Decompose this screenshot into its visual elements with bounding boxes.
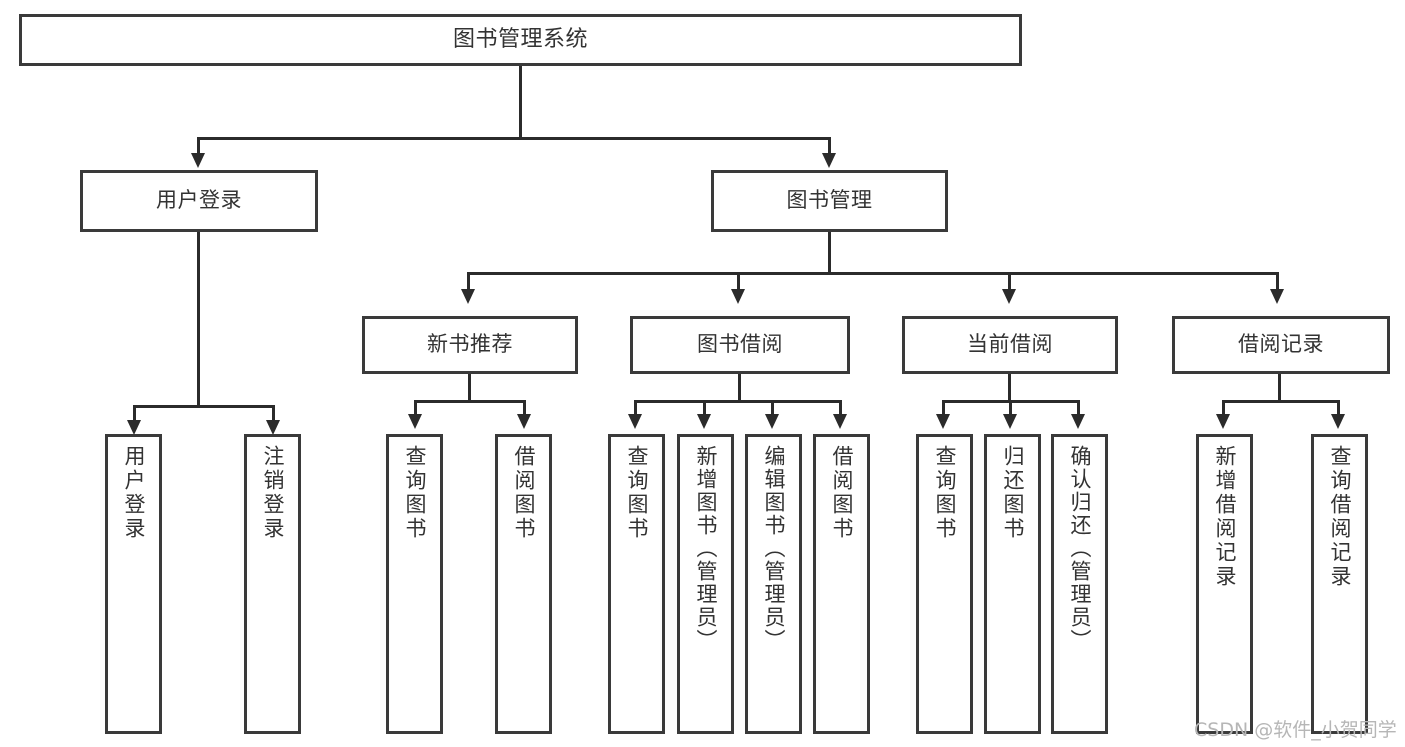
connector-cb-to-leaf-1 bbox=[942, 400, 945, 415]
node-label: 查询借阅记录 bbox=[1328, 445, 1352, 589]
node-label: 图书管理系统 bbox=[452, 26, 588, 52]
leaf-add-borrow-record[interactable]: 新增借阅记录 bbox=[1196, 434, 1253, 734]
connector-nbr-bus bbox=[414, 400, 526, 403]
arrowhead-br-to-leaf-2 bbox=[1331, 414, 1345, 429]
leaf-user-logout[interactable]: 注销登录 bbox=[244, 434, 301, 734]
leaf-query-book-new-recommend[interactable]: 查询图书 bbox=[386, 434, 443, 734]
connector-cb-stem bbox=[1008, 374, 1011, 403]
connector-user-login-to-leaf-1 bbox=[133, 405, 136, 421]
node-label: 查询图书 bbox=[403, 445, 427, 541]
connector-root-stem bbox=[519, 66, 522, 137]
connector-bb-bus bbox=[634, 400, 842, 403]
node-label: 当前借阅 bbox=[967, 332, 1053, 357]
node-label: 新增图书（管理员） bbox=[694, 445, 718, 652]
arrowhead-root-to-book-management bbox=[822, 153, 836, 168]
node-label: 用户登录 bbox=[122, 445, 146, 541]
connector-user-login-bus bbox=[133, 405, 275, 408]
node-user-login[interactable]: 用户登录 bbox=[80, 170, 318, 232]
node-label: 查询图书 bbox=[933, 445, 957, 541]
connector-bm-to-current-borrow bbox=[1008, 272, 1011, 290]
connector-br-to-leaf-2 bbox=[1337, 400, 1340, 415]
leaf-query-borrow-record[interactable]: 查询借阅记录 bbox=[1311, 434, 1368, 734]
node-label: 确认归还（管理员） bbox=[1068, 445, 1092, 652]
arrowhead-cb-to-leaf-1 bbox=[936, 414, 950, 429]
leaf-borrow-book-new-recommend[interactable]: 借阅图书 bbox=[495, 434, 552, 734]
node-label: 查询图书 bbox=[625, 445, 649, 541]
leaf-edit-book[interactable]: 编辑图书（管理员） bbox=[745, 434, 802, 734]
connector-user-login-stem bbox=[197, 232, 200, 408]
node-book-management[interactable]: 图书管理 bbox=[711, 170, 948, 232]
arrowhead-user-login-to-leaf-1 bbox=[127, 420, 141, 435]
arrowhead-bm-to-new-book-recommend bbox=[461, 289, 475, 304]
connector-bm-to-book-borrow bbox=[737, 272, 740, 290]
csdn-watermark: CSDN @软件_小贺同学 bbox=[1194, 719, 1397, 741]
leaf-user-login[interactable]: 用户登录 bbox=[105, 434, 162, 734]
connector-br-stem bbox=[1278, 374, 1281, 403]
arrowhead-br-to-leaf-1 bbox=[1216, 414, 1230, 429]
connector-nbr-to-leaf-2 bbox=[523, 400, 526, 415]
node-label: 借阅记录 bbox=[1238, 332, 1324, 357]
node-current-borrow[interactable]: 当前借阅 bbox=[902, 316, 1118, 374]
arrowhead-nbr-to-leaf-2 bbox=[517, 414, 531, 429]
leaf-query-book-current[interactable]: 查询图书 bbox=[916, 434, 973, 734]
arrowhead-nbr-to-leaf-1 bbox=[408, 414, 422, 429]
connector-bb-to-leaf-1 bbox=[634, 400, 637, 415]
node-root-book-management-system[interactable]: 图书管理系统 bbox=[19, 14, 1022, 66]
connector-bb-to-leaf-2 bbox=[703, 400, 706, 415]
arrowhead-bb-to-leaf-2 bbox=[697, 414, 711, 429]
connector-root-to-book-management bbox=[828, 137, 831, 154]
node-label: 借阅图书 bbox=[830, 445, 854, 541]
leaf-return-book[interactable]: 归还图书 bbox=[984, 434, 1041, 734]
node-label: 注销登录 bbox=[261, 445, 285, 541]
leaf-add-book[interactable]: 新增图书（管理员） bbox=[677, 434, 734, 734]
node-label: 图书管理 bbox=[786, 188, 873, 213]
connector-root-bus bbox=[197, 137, 831, 140]
connector-bm-to-new-book-recommend bbox=[467, 272, 470, 290]
arrowhead-bm-to-book-borrow bbox=[731, 289, 745, 304]
connector-br-to-leaf-1 bbox=[1222, 400, 1225, 415]
node-label: 归还图书 bbox=[1001, 445, 1025, 541]
connector-bm-to-borrow-record bbox=[1276, 272, 1279, 290]
leaf-confirm-return[interactable]: 确认归还（管理员） bbox=[1051, 434, 1108, 734]
leaf-borrow-book-borrow[interactable]: 借阅图书 bbox=[813, 434, 870, 734]
arrowhead-bb-to-leaf-4 bbox=[833, 414, 847, 429]
arrowhead-bm-to-current-borrow bbox=[1002, 289, 1016, 304]
connector-book-management-bus bbox=[467, 272, 1279, 275]
node-label: 用户登录 bbox=[156, 188, 242, 213]
connector-root-to-user-login bbox=[197, 137, 200, 154]
node-label: 借阅图书 bbox=[512, 445, 536, 541]
arrowhead-bb-to-leaf-1 bbox=[628, 414, 642, 429]
node-new-book-recommend[interactable]: 新书推荐 bbox=[362, 316, 578, 374]
arrowhead-root-to-user-login bbox=[191, 153, 205, 168]
arrowhead-user-login-to-leaf-2 bbox=[266, 420, 280, 435]
connector-bb-to-leaf-4 bbox=[839, 400, 842, 415]
connector-cb-to-leaf-3 bbox=[1077, 400, 1080, 415]
node-label: 编辑图书（管理员） bbox=[762, 445, 786, 652]
arrowhead-bm-to-borrow-record bbox=[1270, 289, 1284, 304]
connector-nbr-stem bbox=[468, 374, 471, 403]
connector-user-login-to-leaf-2 bbox=[272, 405, 275, 421]
arrowhead-bb-to-leaf-3 bbox=[765, 414, 779, 429]
leaf-query-book-borrow[interactable]: 查询图书 bbox=[608, 434, 665, 734]
connector-cb-to-leaf-2 bbox=[1009, 400, 1012, 415]
arrowhead-cb-to-leaf-2 bbox=[1003, 414, 1017, 429]
connector-bb-stem bbox=[738, 374, 741, 403]
node-label: 新增借阅记录 bbox=[1213, 445, 1237, 589]
connector-br-bus bbox=[1222, 400, 1340, 403]
connector-book-management-stem bbox=[828, 232, 831, 274]
connector-bb-to-leaf-3 bbox=[771, 400, 774, 415]
arrowhead-cb-to-leaf-3 bbox=[1071, 414, 1085, 429]
node-book-borrow[interactable]: 图书借阅 bbox=[630, 316, 850, 374]
node-borrow-record[interactable]: 借阅记录 bbox=[1172, 316, 1390, 374]
node-label: 图书借阅 bbox=[697, 332, 783, 357]
node-label: 新书推荐 bbox=[427, 332, 513, 357]
connector-nbr-to-leaf-1 bbox=[414, 400, 417, 415]
